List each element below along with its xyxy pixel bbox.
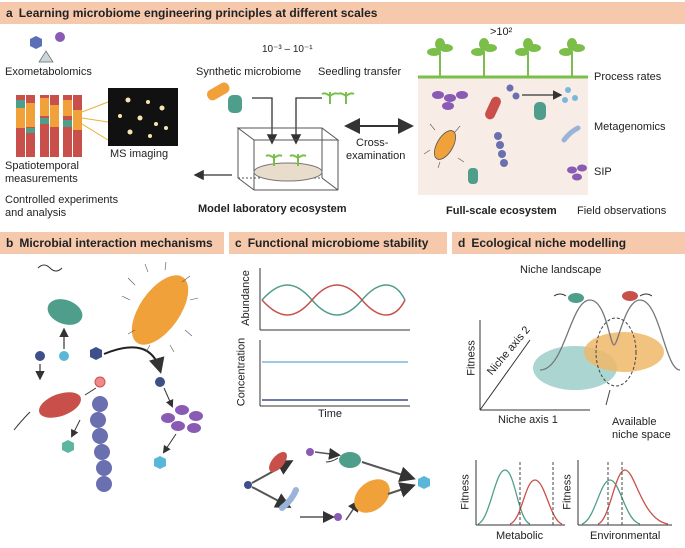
metabolite-hexagon-icon: [30, 36, 42, 49]
field-observations-label: Field observations: [577, 205, 667, 217]
metabolite-circle-icon: [55, 32, 65, 42]
metagenomics-label: Metagenomics: [594, 121, 666, 133]
arrow-seedling-to-box: [290, 97, 322, 145]
arrow-synthetic-to-box: [252, 97, 278, 145]
synthetic-cell-teal: [228, 95, 242, 113]
ms-imaging-spots: [118, 97, 168, 138]
teal-bacterium: [47, 299, 83, 325]
petri-dish: [253, 162, 323, 182]
cross-label-1: Cross-: [356, 137, 389, 149]
environmental-label: Environmental: [590, 530, 661, 542]
available-label-1: Available: [612, 416, 657, 428]
synthetic-cell-orange: [206, 82, 230, 101]
fitness-small-label-1: Fitness: [459, 474, 472, 510]
panel-b-drawing: [13, 261, 203, 492]
red-bacterium: [38, 392, 82, 418]
sip-label: SIP: [594, 166, 612, 178]
field-plants: [427, 38, 585, 77]
panel-title: Functional microbiome stability: [247, 236, 429, 250]
time-axis-label: Time: [318, 408, 343, 420]
full-scale-label: Full-scale ecosystem: [446, 205, 557, 217]
panel-d-drawing: [475, 291, 681, 526]
process-rates-label: Process rates: [594, 71, 662, 83]
panel-letter: d: [458, 236, 466, 250]
panel-a-header: a Learning microbiome engineering princi…: [0, 2, 685, 24]
scale-big-label: >10²: [490, 26, 513, 38]
ms-imaging-label: MS imaging: [110, 148, 169, 160]
seedling-transfer-label: Seedling transfer: [318, 66, 402, 78]
seedling-icon: [321, 92, 339, 104]
model-lab-label: Model laboratory ecosystem: [198, 203, 347, 215]
available-label-2: niche space: [612, 429, 671, 441]
panel-letter: b: [6, 236, 14, 250]
panel-title: Ecological niche modelling: [471, 236, 627, 250]
exometabolomics-label: Exometabolomics: [5, 66, 92, 78]
cross-label-2: examination: [346, 150, 406, 162]
panel-d-header: d Ecological niche modelling: [452, 232, 685, 254]
spatiotemporal-bars: [16, 95, 82, 157]
synthetic-microbiome-label: Synthetic microbiome: [196, 66, 302, 78]
metabolite-triangle-icon: [38, 50, 54, 63]
concentration-axis-label: Concentration: [235, 337, 248, 407]
abundance-axis-label: Abundance: [239, 270, 252, 326]
scale-range-label: 10⁻³ – 10⁻¹: [262, 44, 313, 55]
niche-landscape-label: Niche landscape: [520, 264, 602, 276]
panel-c-drawing: [244, 268, 430, 523]
controlled-label: Controlled experiments: [5, 194, 119, 206]
available-niche-space: [595, 317, 637, 387]
fitness-small-label-2: Fitness: [561, 474, 574, 510]
panel-letter: a: [6, 6, 13, 20]
connector-lines: [81, 101, 109, 141]
abundance-curve-red: [261, 284, 406, 316]
fitness-axis-label: Fitness: [465, 340, 478, 376]
panel-title: Microbial interaction mechanisms: [19, 236, 213, 250]
soil-microbes: [423, 84, 587, 184]
panel-b-header: b Microbial interaction mechanisms: [0, 232, 224, 254]
niche-axis-1-label: Niche axis 1: [498, 414, 558, 426]
metabolic-label: Metabolic: [496, 530, 544, 542]
niche-orange: [584, 332, 664, 372]
panel-c-header: c Functional microbiome stability: [229, 232, 447, 254]
panel-letter: c: [235, 236, 242, 250]
orange-bacterium: [131, 275, 189, 345]
controlled-label-2: and analysis: [5, 207, 67, 219]
seedling-icon: [337, 92, 355, 104]
spatiotemporal-label: Spatiotemporal: [5, 160, 79, 172]
fitness-curve: [539, 299, 681, 371]
abundance-curve-teal: [261, 284, 406, 316]
panel-title: Learning microbiome engineering principl…: [18, 6, 378, 20]
measurements-label: measurements: [5, 173, 78, 185]
